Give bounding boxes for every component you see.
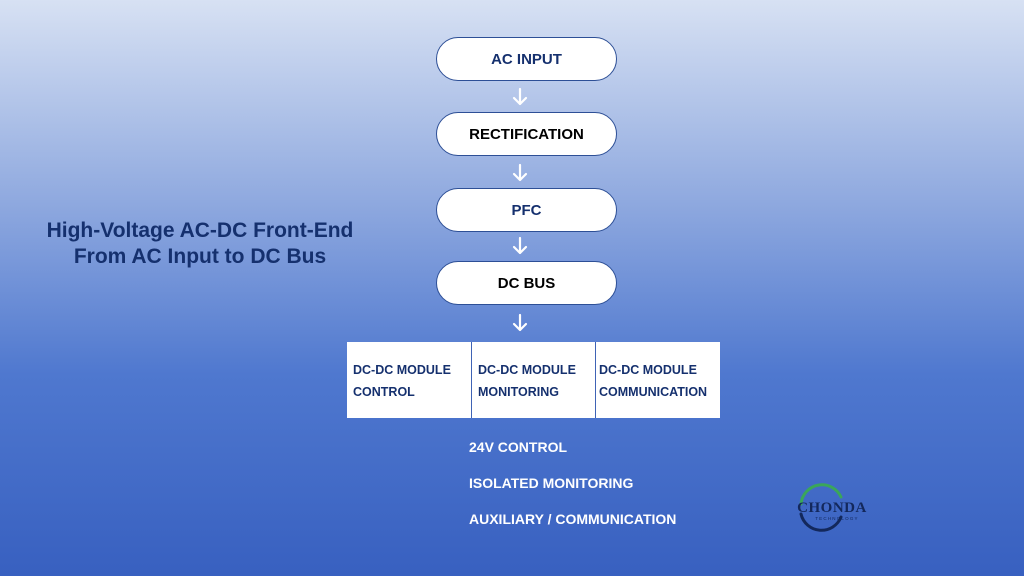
logo-subtitle: TECHNOLOGY (815, 516, 859, 521)
rail-auxiliary-communication: AUXILIARY / COMMUNICATION (469, 511, 677, 527)
module-communication: DC-DC MODULE COMMUNICATION (595, 342, 720, 418)
module-communication-line-1: DC-DC MODULE (599, 363, 697, 377)
module-control: DC-DC MODULE CONTROL (347, 342, 471, 418)
title-line-2: From AC Input to DC Bus (73, 245, 327, 268)
arrow-down-icon (512, 163, 528, 182)
power-rail-list: 24V CONTROL ISOLATED MONITORING AUXILIAR… (469, 436, 676, 544)
step-dc-bus: DC BUS (436, 261, 617, 305)
rail-24v-control: 24V CONTROL (469, 439, 568, 455)
dc-dc-module-group: DC-DC MODULE CONTROL DC-DC MODULE MONITO… (347, 342, 720, 418)
step-pfc: PFC (436, 188, 617, 232)
step-rectification: RECTIFICATION (436, 112, 617, 156)
step-pfc-label: PFC (511, 201, 542, 219)
module-monitoring-line-2: MONITORING (478, 385, 560, 399)
rail-isolated-monitoring: ISOLATED MONITORING (469, 475, 634, 491)
module-control-line-2: CONTROL (353, 385, 415, 399)
logo-green-arc (799, 483, 843, 506)
module-monitoring-line-1: DC-DC MODULE (478, 363, 576, 377)
logo-wordmark: CHONDA (797, 500, 867, 516)
step-ac-input: AC INPUT (436, 37, 617, 81)
logo-navy-arc (799, 512, 843, 532)
step-ac-input-label: AC INPUT (491, 50, 562, 68)
arrow-down-icon (512, 87, 528, 106)
module-control-line-1: DC-DC MODULE (353, 363, 451, 377)
step-dc-bus-label: DC BUS (497, 274, 556, 292)
diagram-title: High-Voltage AC-DC Front-End From AC Inp… (10, 218, 390, 270)
arrow-down-icon (512, 236, 528, 255)
step-rectification-label: RECTIFICATION (469, 125, 584, 143)
arrow-down-icon (512, 313, 528, 332)
module-communication-line-2: COMMUNICATION (599, 385, 708, 399)
chonda-logo-icon: CHONDA TECHNOLOGY (797, 483, 867, 532)
title-line-1: High-Voltage AC-DC Front-End (46, 219, 354, 242)
module-monitoring: DC-DC MODULE MONITORING (471, 342, 595, 418)
